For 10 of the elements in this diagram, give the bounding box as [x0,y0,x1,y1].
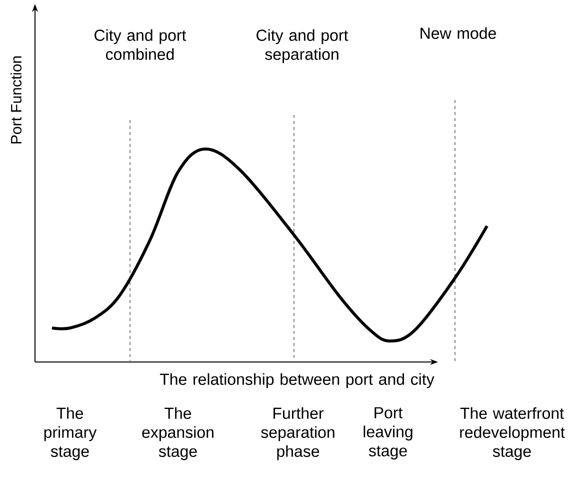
stage-label: Further separation phase [261,407,334,460]
stage-label: The expansion stage [142,407,214,460]
stage-label: Port leaving stage [364,407,412,460]
phase-label: City and port separation [256,29,348,64]
axis-title: Port Function [10,56,22,144]
axis-title: The relationship between port and city [160,373,434,388]
stage-label: The primary stage [44,407,97,460]
phase-label: City and port combined [94,29,186,60]
phase-label: New mode [420,27,496,39]
stage-label: The waterfront redevelopment stage [460,407,565,460]
